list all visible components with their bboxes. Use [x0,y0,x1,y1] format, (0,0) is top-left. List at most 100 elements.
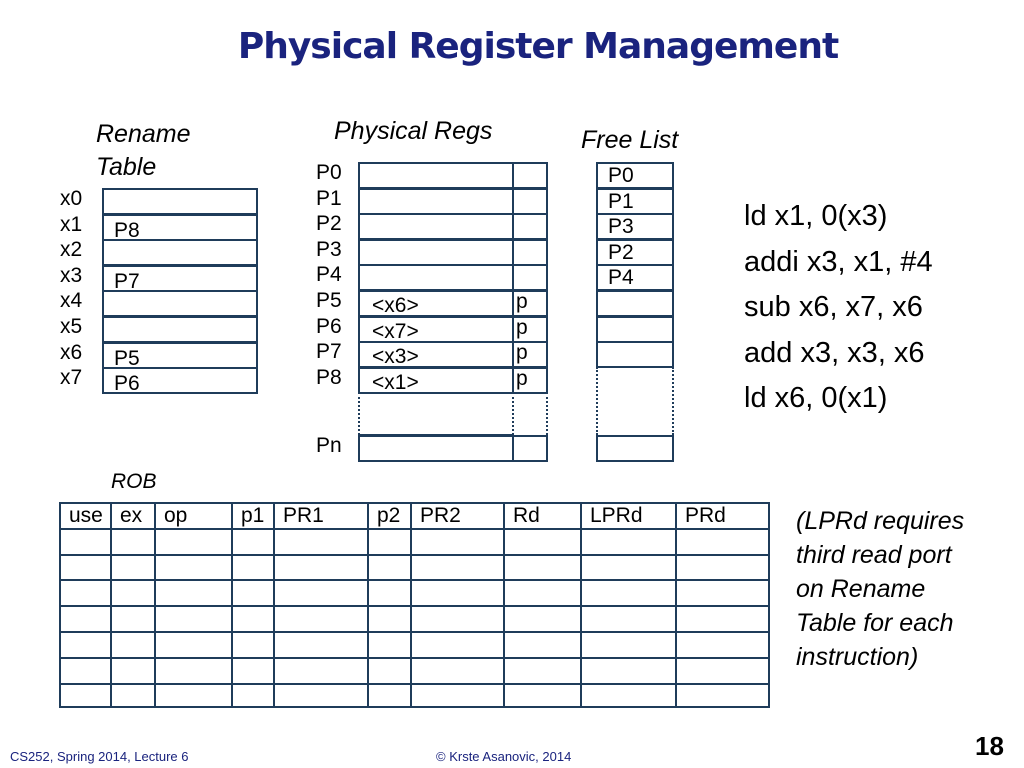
instruction-line: ld x1, 0(x3) [744,200,888,232]
note-line: on Rename [796,575,926,603]
instruction-line: add x3, x3, x6 [744,336,925,369]
rob-header: op [164,504,188,527]
rename-arch-label: x2 [60,238,83,262]
free-list-entry [596,435,674,462]
phys-reg-name: P5 [316,289,342,312]
phys-reg-value [358,435,514,462]
phys-reg-value [358,162,514,189]
phys-reg-present-bit [512,213,548,241]
phys-reg-value: <x7> [358,315,514,343]
note-line: instruction) [796,643,919,671]
rob-header: use [69,504,103,527]
rename-table-cell: P6 [102,367,258,395]
instruction-line: addi x3, x1, #4 [744,245,933,278]
rob-header: Rd [513,504,540,527]
phys-reg-value: <x6> [358,290,514,317]
phys-reg-present-bit [512,238,548,266]
rename-table-cell [102,188,258,215]
rename-table-cell: P5 [102,341,258,370]
rob-row-divider [59,682,770,685]
phys-reg-name: P3 [316,237,342,261]
phys-reg-present-bit [512,264,548,292]
rename-table-label-line1: Rename [96,120,191,148]
phys-reg-value: <x1> [358,366,514,394]
rob-row-divider [59,553,770,556]
rob-row-divider [59,527,770,530]
phys-reg-name: P8 [316,365,342,389]
rename-table-cell: P7 [102,264,258,293]
phys-reg-present-bit: p [512,366,548,394]
rename-arch-label: x7 [60,366,83,390]
note-line: Table for each [796,609,954,637]
rename-arch-label: x0 [60,187,83,210]
phys-reg-name: P1 [316,186,342,210]
rename-arch-label: x6 [60,340,83,364]
phys-reg-present-bit: p [512,290,548,317]
phys-reg-name: P4 [316,263,342,287]
lprd-note: (LPRd requires third read port on Rename… [796,504,964,674]
phys-reg-name: Pn [316,434,342,457]
phys-reg-gap-bit [512,392,548,435]
rename-table-cell: P8 [102,213,258,242]
rob-header: LPRd [590,504,643,527]
page-number: 18 [975,731,1004,761]
footer-course: CS252, Spring 2014, Lecture 6 [10,749,189,764]
rename-table-label-line2: Table [96,153,157,181]
rename-table-label: Rename Table [96,118,191,184]
rob-header: PR2 [420,504,461,527]
rob-header: PRd [685,504,726,527]
free-list-entry: P3 [596,213,674,241]
free-list-entry [596,315,674,343]
phys-reg-value [358,187,514,215]
phys-reg-gap [358,392,514,435]
free-list-entry: P0 [596,162,674,189]
free-list-label: Free List [581,126,679,154]
phys-reg-value [358,238,514,266]
footer-copyright: © Krste Asanovic, 2014 [436,749,572,764]
instruction-line: sub x6, x7, x6 [744,291,923,323]
phys-reg-value: <x3> [358,341,514,369]
rob-row-divider [59,579,770,582]
phys-reg-value [358,213,514,241]
instruction-line: ld x6, 0(x1) [744,382,888,414]
phys-reg-present-bit: p [512,341,548,369]
instruction-sequence: ld x1, 0(x3) addi x3, x1, #4 sub x6, x7,… [744,194,933,422]
rob-row-divider [59,631,770,633]
rename-table-cell [102,239,258,267]
physical-regs-label: Physical Regs [334,117,493,145]
rename-arch-label: x5 [60,315,83,338]
free-list-entry: P2 [596,238,674,266]
free-list-entry: P4 [596,264,674,292]
rob-header: p2 [377,504,401,527]
slide-title: Physical Register Management [237,26,839,67]
note-line: third read port [796,541,952,569]
phys-reg-name: P7 [316,340,342,364]
phys-reg-present-bit: p [512,315,548,343]
free-list-entry [596,290,674,317]
rob-header: PR1 [283,504,324,527]
rename-arch-label: x4 [60,289,83,313]
phys-reg-present-bit [512,435,548,462]
rename-arch-label: x3 [60,263,83,287]
rename-table-cell [102,290,258,318]
rob-header: p1 [241,504,265,527]
rob-row-divider [59,656,770,659]
phys-reg-name: P6 [316,314,342,338]
free-list-entry: P1 [596,187,674,215]
rob-header: ex [120,504,143,527]
rob-label: ROB [111,470,157,493]
free-list-gap [596,366,674,435]
free-list-entry [596,341,674,369]
phys-reg-value [358,264,514,292]
phys-reg-name: P0 [316,161,342,184]
rename-table-cell [102,316,258,343]
rename-arch-label: x1 [60,212,83,236]
rob-row-divider [59,605,770,608]
phys-reg-name: P2 [316,212,342,236]
phys-reg-present-bit [512,187,548,215]
note-line: (LPRd requires [796,507,965,535]
